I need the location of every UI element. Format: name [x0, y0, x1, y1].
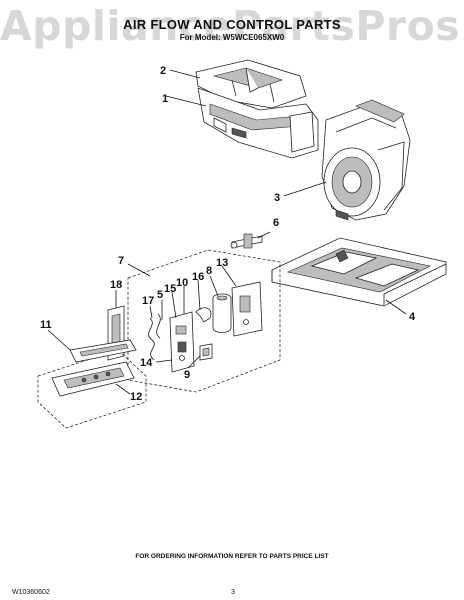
part-15-control-board[interactable] [169, 311, 195, 373]
callout-15: 15 [164, 283, 176, 295]
part-2-air-guide-top[interactable] [195, 59, 307, 109]
control-assembly-outline [127, 249, 281, 393]
callout-2: 2 [160, 65, 166, 77]
part-9-connector[interactable] [199, 343, 213, 361]
part-1-air-duct[interactable] [197, 87, 319, 159]
callout-labels: 1 2 3 4 5 6 7 8 9 10 11 12 13 14 15 16 1… [40, 65, 416, 403]
callout-5: 5 [157, 289, 163, 301]
callout-8: 8 [206, 265, 212, 277]
watermark: AppliancePartsPros.com [0, 2, 464, 50]
callout-12: 12 [130, 391, 142, 403]
callout-9: 9 [184, 369, 190, 381]
callout-7: 7 [118, 255, 124, 267]
callout-16: 16 [192, 271, 204, 283]
callout-11: 11 [40, 319, 52, 331]
part-6-shaft-coupling[interactable] [230, 233, 263, 249]
part-3-blower-housing[interactable] [321, 99, 411, 221]
callout-14: 14 [140, 357, 153, 369]
callout-13: 13 [216, 257, 228, 269]
part-16-clip[interactable] [195, 307, 212, 323]
page-title: AIR FLOW AND CONTROL PARTS [123, 17, 341, 32]
callout-18: 18 [110, 279, 122, 291]
callout-17: 17 [142, 295, 154, 307]
control-panel-outline [37, 349, 147, 429]
callout-3: 3 [274, 192, 280, 204]
part-4-base-pan[interactable] [271, 237, 447, 307]
part-11-control-panel[interactable] [69, 339, 137, 363]
part-17-wire-harness[interactable] [148, 313, 161, 361]
ordering-note: FOR ORDERING INFORMATION REFER TO PARTS … [135, 553, 329, 560]
part-12-control-pad[interactable] [51, 361, 135, 397]
part-8-capacitor[interactable] [212, 293, 232, 333]
callout-1: 1 [162, 93, 168, 105]
leader-lines [47, 69, 407, 395]
document-number: W10360602 [12, 589, 50, 596]
model-subtitle: For Model: W5WCE065XW0 [179, 33, 285, 42]
callout-4: 4 [409, 311, 416, 323]
page-number: 3 [231, 589, 235, 596]
part-13-mounting-plate[interactable] [231, 281, 263, 337]
callout-6: 6 [273, 217, 279, 229]
callout-10: 10 [176, 277, 188, 289]
